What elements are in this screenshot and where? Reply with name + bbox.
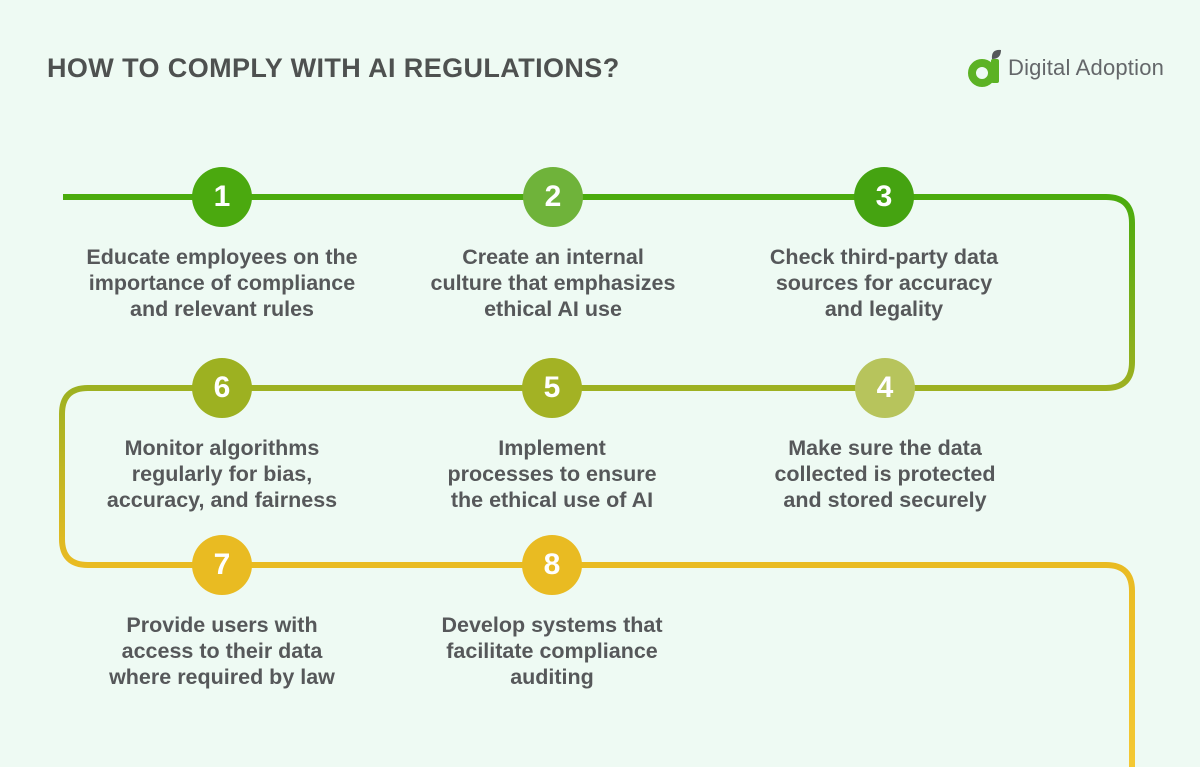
step-description: Create an internal culture that emphasiz…: [430, 245, 676, 321]
step-description: Educate employees on the importance of c…: [86, 245, 358, 321]
logo-mark-icon: [968, 49, 1001, 87]
snake-path: [59, 194, 1135, 767]
step-number-badge: 2: [523, 167, 583, 227]
step-number-badge: 4: [855, 358, 915, 418]
step-number-badge: 8: [522, 535, 582, 595]
brand-logo: Digital Adoption: [968, 48, 1164, 88]
step-number-badge: 3: [854, 167, 914, 227]
page-title: HOW TO COMPLY WITH AI REGULATIONS?: [47, 53, 620, 83]
step-number-badge: 6: [192, 358, 252, 418]
step-description: Check third-party data sources for accur…: [769, 245, 999, 321]
step-item-5: 5 Implement processes to ensure the ethi…: [382, 358, 722, 513]
step-description: Make sure the data collected is protecte…: [774, 436, 996, 512]
step-item-2: 2 Create an internal culture that emphas…: [383, 167, 723, 322]
brand-name: Digital Adoption: [1008, 55, 1165, 80]
step-number-badge: 7: [192, 535, 252, 595]
step-item-8: 8 Develop systems that facilitate compli…: [382, 535, 722, 690]
step-number-badge: 5: [522, 358, 582, 418]
step-description: Provide users with access to their data …: [109, 613, 335, 689]
step-item-4: 4 Make sure the data collected is protec…: [715, 358, 1055, 513]
step-item-1: 1 Educate employees on the importance of…: [52, 167, 392, 322]
step-item-7: 7 Provide users with access to their dat…: [52, 535, 392, 690]
step-item-6: 6 Monitor algorithms regularly for bias,…: [52, 358, 392, 513]
step-description: Implement processes to ensure the ethica…: [447, 436, 657, 512]
step-description: Develop systems that facilitate complian…: [441, 613, 663, 689]
step-number-badge: 1: [192, 167, 252, 227]
step-item-3: 3 Check third-party data sources for acc…: [714, 167, 1054, 322]
step-description: Monitor algorithms regularly for bias, a…: [106, 436, 338, 512]
